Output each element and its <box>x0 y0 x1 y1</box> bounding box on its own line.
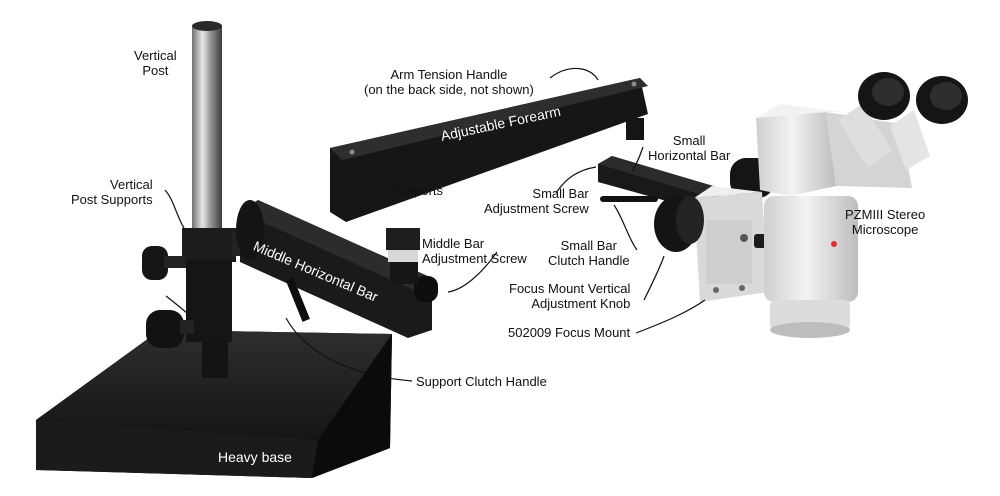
leader-focus-mount <box>635 299 706 334</box>
leader-small-horizontal-bar <box>631 146 644 173</box>
support-clutch-handle <box>286 278 310 322</box>
small-bar-clutch-handle <box>754 234 766 248</box>
label-middle-bar-adjustment-screw: Middle Bar Adjustment Screw <box>422 236 527 266</box>
label-support-clutch-handle: Support Clutch Handle <box>416 374 547 389</box>
middle-bar-adjustment-screw <box>414 276 438 302</box>
label-vertical-post: Vertical Post <box>134 48 177 78</box>
label-arm-tension-handle: Arm Tension Handle (on the back side, no… <box>364 67 534 97</box>
small-bar-adjustment-screw <box>600 196 658 202</box>
label-focus-mount-vertical-adjustment-knob: Focus Mount Vertical Adjustment Knob <box>509 281 631 311</box>
label-supports: Supports <box>391 183 444 198</box>
leader-small-bar-clutch <box>613 204 638 251</box>
label-502009-focus-mount: 502009 Focus Mount <box>508 325 631 340</box>
label-heavy-base: Heavy base <box>218 449 292 465</box>
adjustable-forearm <box>330 78 648 222</box>
leader-support-clutch <box>285 317 413 382</box>
leader-focus-knob <box>643 255 665 301</box>
pzmiii-stereo-microscope <box>756 72 968 338</box>
leader-post-supports <box>164 189 185 229</box>
post-knob-lower <box>146 310 184 348</box>
label-small-bar-clutch-handle: Small Bar Clutch Handle <box>548 238 630 268</box>
label-small-horizontal-bar: Small Horizontal Bar <box>648 133 731 163</box>
focus-mount-502009 <box>694 186 768 302</box>
supports <box>386 228 420 284</box>
heavy-base <box>36 330 392 478</box>
eyepiece-left <box>838 72 910 168</box>
post-knob-upper <box>142 246 168 280</box>
label-vertical-post-supports: Vertical Post Supports <box>71 177 153 207</box>
leader-arm-tension <box>549 67 599 81</box>
focus-mount-vertical-adjustment-knob <box>654 196 704 252</box>
leader-lines <box>164 67 706 382</box>
leader-middle-bar-screw <box>447 251 498 293</box>
leader-post-lower <box>165 295 191 317</box>
label-small-bar-adjustment-screw: Small Bar Adjustment Screw <box>484 186 589 216</box>
label-pzmiii-stereo-microscope: PZMIII Stereo Microscope <box>845 207 926 237</box>
leader-small-bar-screw <box>555 166 597 194</box>
middle-horizontal-bar <box>236 200 438 338</box>
vertical-post-supports <box>142 228 244 348</box>
eyepiece-right <box>890 76 968 170</box>
